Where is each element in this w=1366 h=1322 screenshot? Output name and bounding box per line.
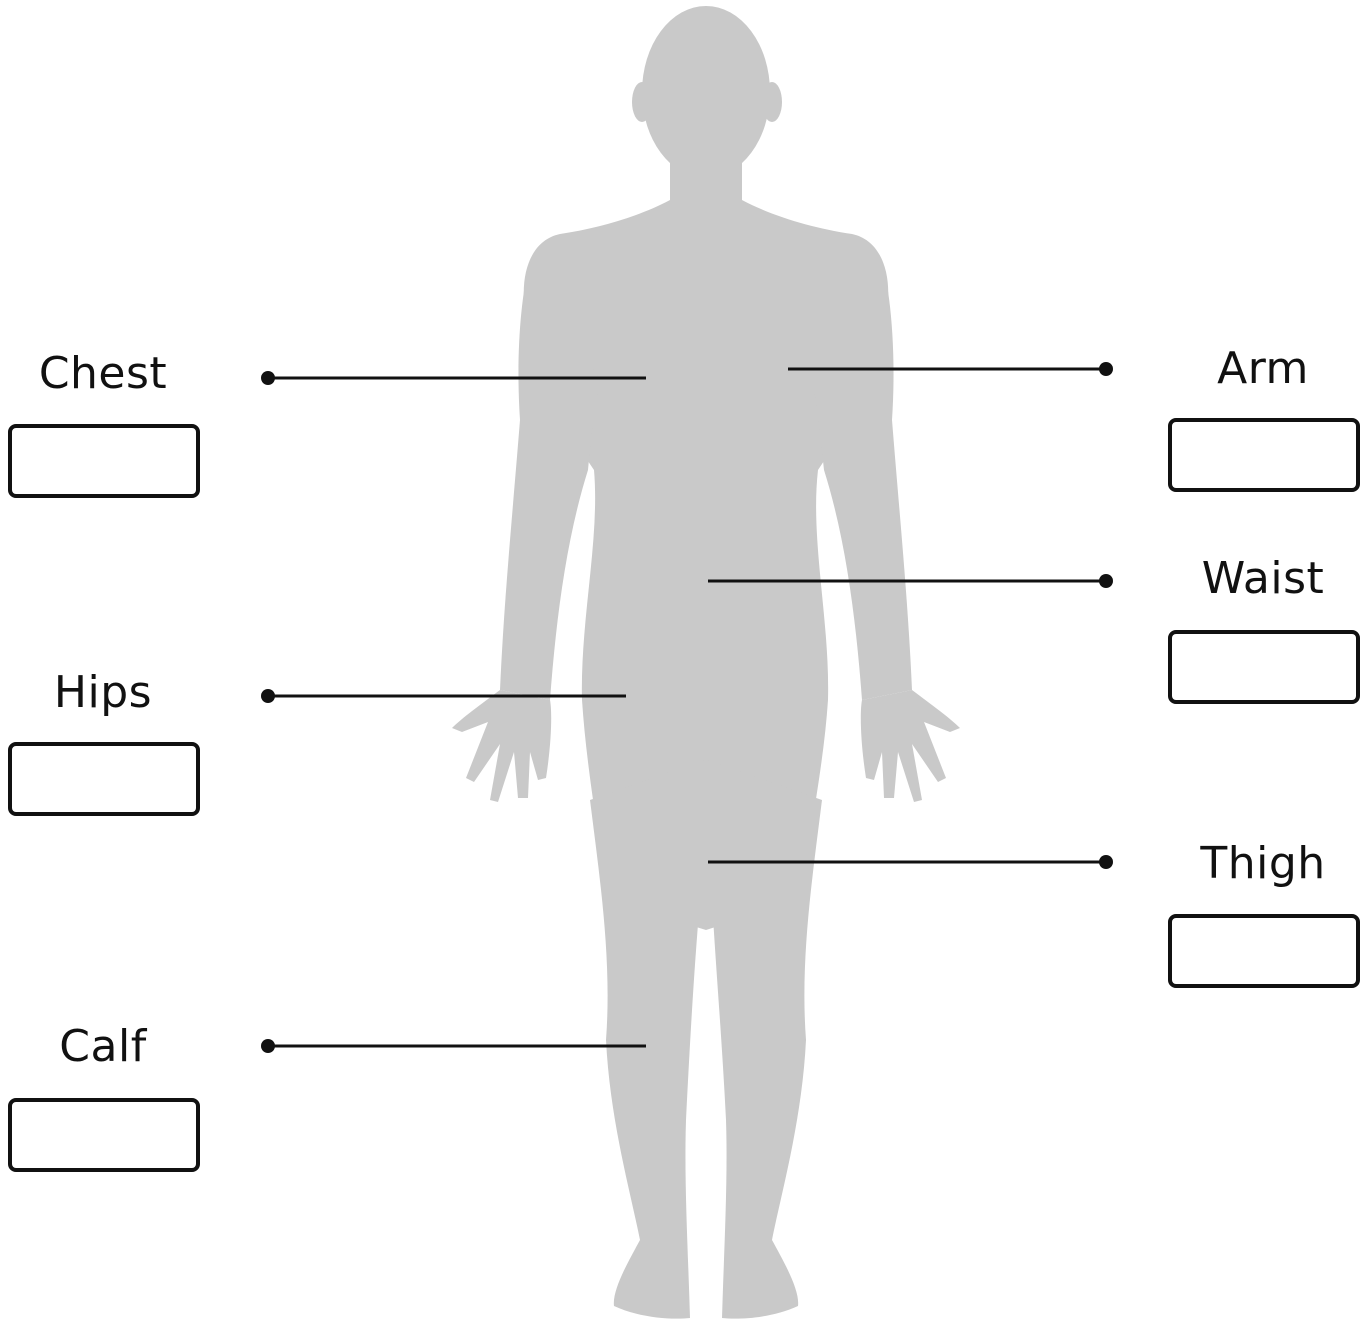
neck-shape — [670, 150, 742, 208]
thigh-input[interactable] — [1172, 918, 1356, 984]
calf-label: Calf — [8, 1021, 198, 1072]
arm-leader-dot — [1099, 362, 1113, 376]
chest-label: Chest — [8, 348, 198, 399]
left-hand-shape — [452, 690, 551, 802]
thigh-leader-dot — [1099, 855, 1113, 869]
hips-label: Hips — [8, 667, 198, 718]
waist-label: Waist — [1168, 553, 1358, 604]
arm-label: Arm — [1168, 343, 1358, 394]
waist-leader-dot — [1099, 574, 1113, 588]
calf-input-box[interactable] — [8, 1098, 200, 1172]
hips-input[interactable] — [12, 746, 196, 812]
arm-input[interactable] — [1172, 422, 1356, 488]
hips-leader-dot — [261, 689, 275, 703]
waist-input-box[interactable] — [1168, 630, 1360, 704]
right-leg-shape — [708, 760, 822, 1319]
calf-leader-dot — [261, 1039, 275, 1053]
torso-shape — [524, 200, 888, 930]
left-ear-shape — [632, 82, 652, 122]
thigh-input-box[interactable] — [1168, 914, 1360, 988]
waist-input[interactable] — [1172, 634, 1356, 700]
chest-input-box[interactable] — [8, 424, 200, 498]
right-ear-shape — [762, 82, 782, 122]
chest-leader-dot — [261, 371, 275, 385]
left-leg-shape — [590, 760, 704, 1319]
right-hand-shape — [861, 690, 960, 802]
human-figure — [452, 6, 960, 1319]
chest-input[interactable] — [12, 428, 196, 494]
thigh-label: Thigh — [1168, 838, 1358, 889]
hips-input-box[interactable] — [8, 742, 200, 816]
arm-input-box[interactable] — [1168, 418, 1360, 492]
calf-input[interactable] — [12, 1102, 196, 1168]
